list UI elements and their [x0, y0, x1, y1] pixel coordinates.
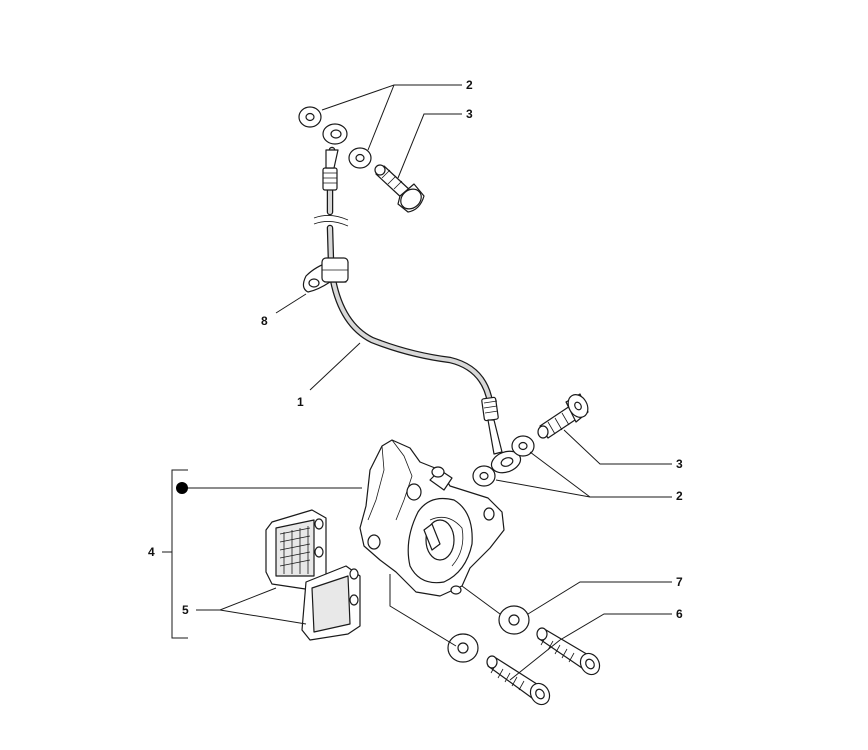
hose-clip: [302, 257, 349, 293]
copper-washer-lower-right: [511, 435, 535, 457]
callout-5: 5: [182, 603, 189, 617]
leader-lines: [162, 84, 672, 681]
brake-caliper: [359, 439, 505, 597]
reference-dot: [176, 482, 188, 494]
mounting-washer-upper: [498, 605, 530, 635]
mounting-washer-lower: [447, 633, 479, 663]
mounting-bolt-lower: [486, 655, 551, 706]
mounting-bolt-upper: [536, 627, 601, 676]
callout-labels: 2 3 8 1 3 2 4 5 7 6: [148, 78, 683, 621]
callout-1: 1: [297, 395, 304, 409]
callout-3-top: 3: [466, 107, 473, 121]
brake-pad-front: [265, 509, 327, 591]
callout-2-bottom: 2: [676, 489, 683, 503]
callout-2-top: 2: [466, 78, 473, 92]
callout-8: 8: [261, 314, 268, 328]
callout-6: 6: [676, 607, 683, 621]
brake-hose: [313, 123, 522, 474]
banjo-bolt-upper: [374, 164, 425, 213]
copper-washer-lower-left: [472, 465, 496, 487]
copper-washer-upper-left: [298, 106, 322, 128]
copper-washer-upper-right: [348, 147, 372, 169]
brake-pad-rear: [301, 565, 361, 641]
callout-7: 7: [676, 575, 683, 589]
callout-3-bottom: 3: [676, 457, 683, 471]
callout-4: 4: [148, 545, 155, 559]
banjo-bolt-lower: [537, 393, 589, 439]
